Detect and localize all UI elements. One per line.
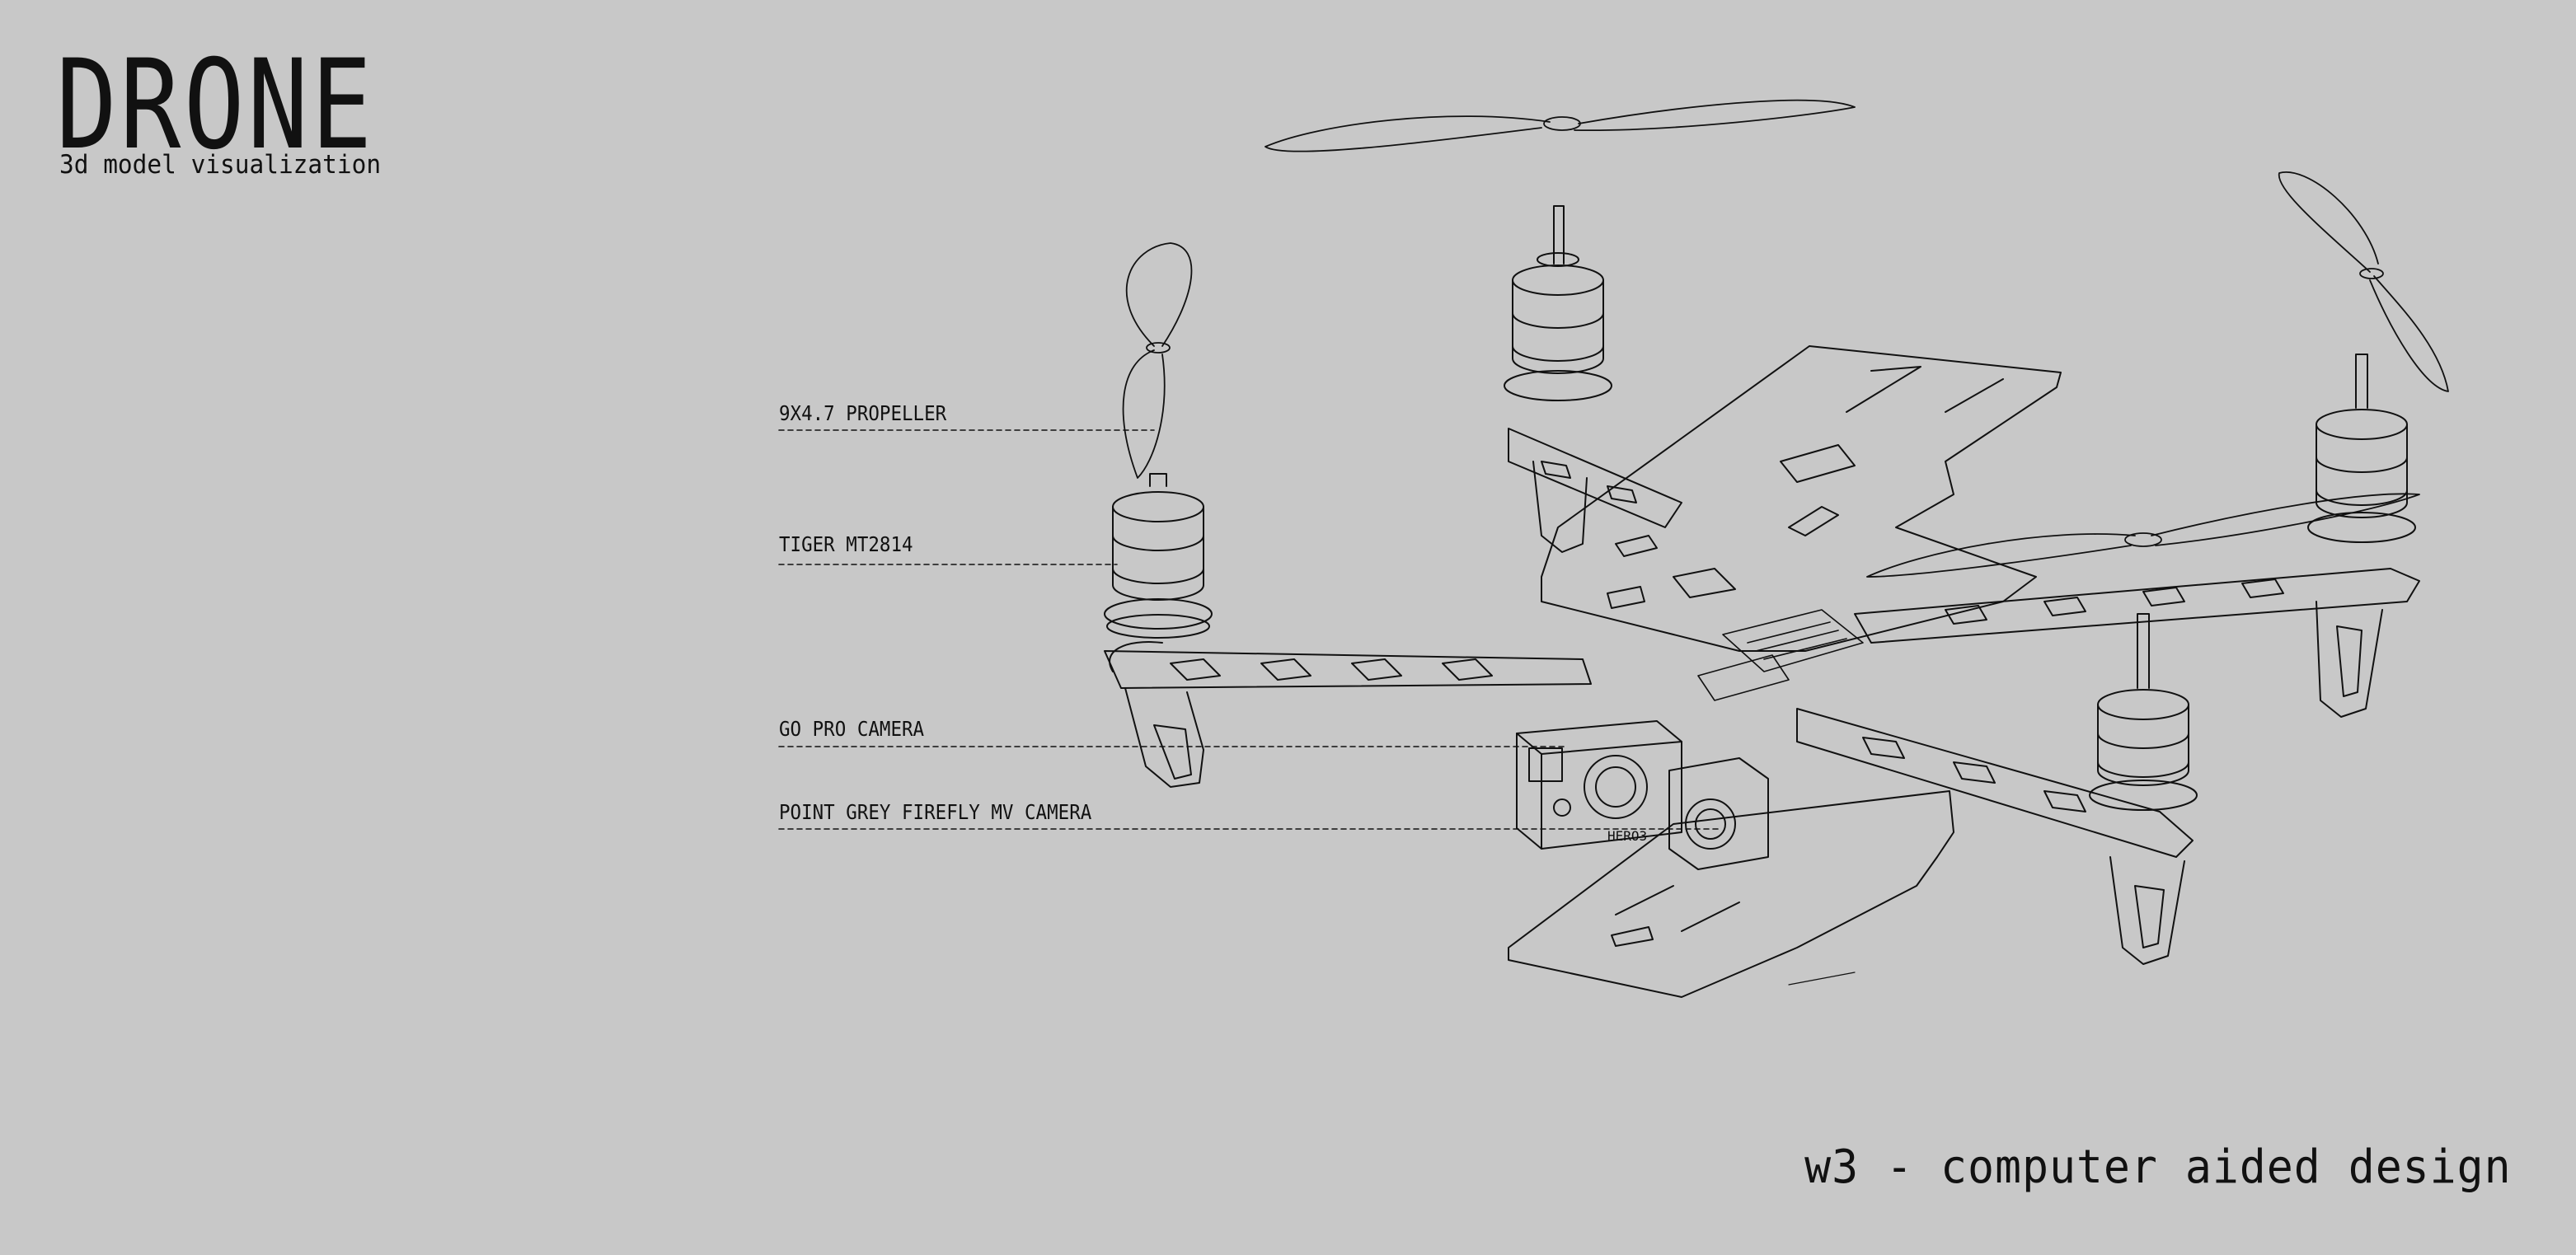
motor-front-left bbox=[1104, 473, 1213, 639]
callout-label-gopro: GO PRO CAMERA bbox=[779, 717, 925, 741]
callout-label-motor: TIGER MT2814 bbox=[779, 532, 913, 556]
page-subtitle: 3d model visualization bbox=[59, 150, 382, 180]
arm-back-right bbox=[1854, 568, 2420, 718]
arm-left bbox=[1104, 641, 1592, 788]
motor-back-left bbox=[1504, 205, 1612, 401]
callout-label-firefly: POINT GREY FIREFLY MV CAMERA bbox=[779, 800, 1092, 824]
arm-back-left bbox=[1508, 428, 1682, 553]
motor-back-right bbox=[2307, 354, 2416, 543]
callout-leaders bbox=[778, 429, 1720, 830]
footer-course-title: w3 - computer aided design bbox=[1804, 1140, 2512, 1194]
propeller-back-right bbox=[2278, 171, 2449, 392]
bottom-plate bbox=[1508, 790, 1954, 998]
motor-front-right bbox=[2089, 613, 2198, 811]
page-title: DRONE bbox=[56, 34, 375, 177]
flight-controller bbox=[1697, 609, 1864, 701]
gopro-brand-label: HERO3 bbox=[1607, 828, 1647, 844]
top-plate bbox=[1541, 345, 2062, 652]
arm-right bbox=[1796, 708, 2194, 965]
propeller-front-left bbox=[1122, 242, 1193, 479]
firefly-camera bbox=[1668, 757, 1769, 870]
propeller-front-right bbox=[1866, 493, 2420, 578]
propeller-back-left bbox=[1265, 99, 1856, 152]
callout-label-propeller: 9X4.7 PROPELLER bbox=[779, 401, 947, 425]
gopro-camera: HERO3 bbox=[1516, 720, 1682, 850]
